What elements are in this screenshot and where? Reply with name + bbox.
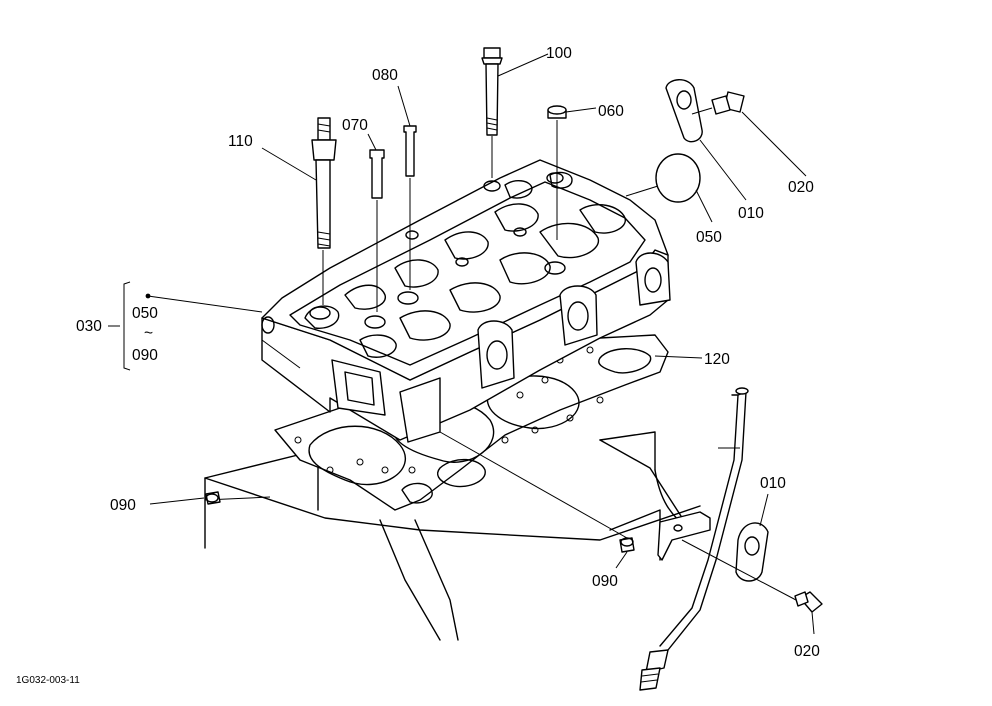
- hanger-plate-010-top: [665, 79, 703, 143]
- callout-060: 060: [598, 103, 624, 120]
- bolt-020-bottom: [681, 539, 823, 613]
- callout-110: 110: [228, 133, 253, 150]
- group-range-end: 090: [132, 347, 158, 364]
- hanger-plate-010-bottom: [735, 522, 769, 582]
- cap-060: [547, 105, 567, 240]
- callout-090-mid: 090: [592, 573, 618, 590]
- plug-090-left: [205, 491, 221, 505]
- callout-020-bottom: 020: [794, 643, 820, 660]
- cylinder-head: [261, 159, 671, 443]
- plug-090-mid: [439, 431, 635, 553]
- head-bolt-100: [481, 47, 503, 178]
- callout-020-top: 020: [788, 179, 814, 196]
- group-range-sep: ~: [144, 325, 153, 342]
- callout-120: 120: [704, 351, 730, 368]
- plug-050: [625, 153, 701, 203]
- callout-080: 080: [372, 67, 398, 84]
- valve-guide-070: [369, 149, 385, 312]
- callout-010-bottom: 010: [760, 475, 786, 492]
- callout-010-top: 010: [738, 205, 764, 222]
- group-030-bracket: 030 050 ~ 090: [76, 281, 158, 371]
- group-range-start: 050: [132, 305, 158, 322]
- figure-code: 1G032-003-11: [16, 675, 80, 686]
- group-id: 030: [76, 318, 102, 335]
- stud-110: [311, 117, 337, 305]
- callout-050-plug: 050: [696, 229, 722, 246]
- bolt-020-top: [691, 91, 745, 115]
- callout-090-left: 090: [110, 497, 136, 514]
- dipstick-tube: [639, 387, 749, 691]
- valve-guide-080: [403, 125, 417, 290]
- callout-labels: 100 080 070 110 060 020 010 050 120 090 …: [110, 45, 820, 660]
- callout-100: 100: [546, 45, 572, 62]
- engine-block-outline: [204, 431, 701, 641]
- bracket: [657, 511, 711, 561]
- callout-070: 070: [342, 117, 368, 134]
- leader-lines: [145, 53, 815, 635]
